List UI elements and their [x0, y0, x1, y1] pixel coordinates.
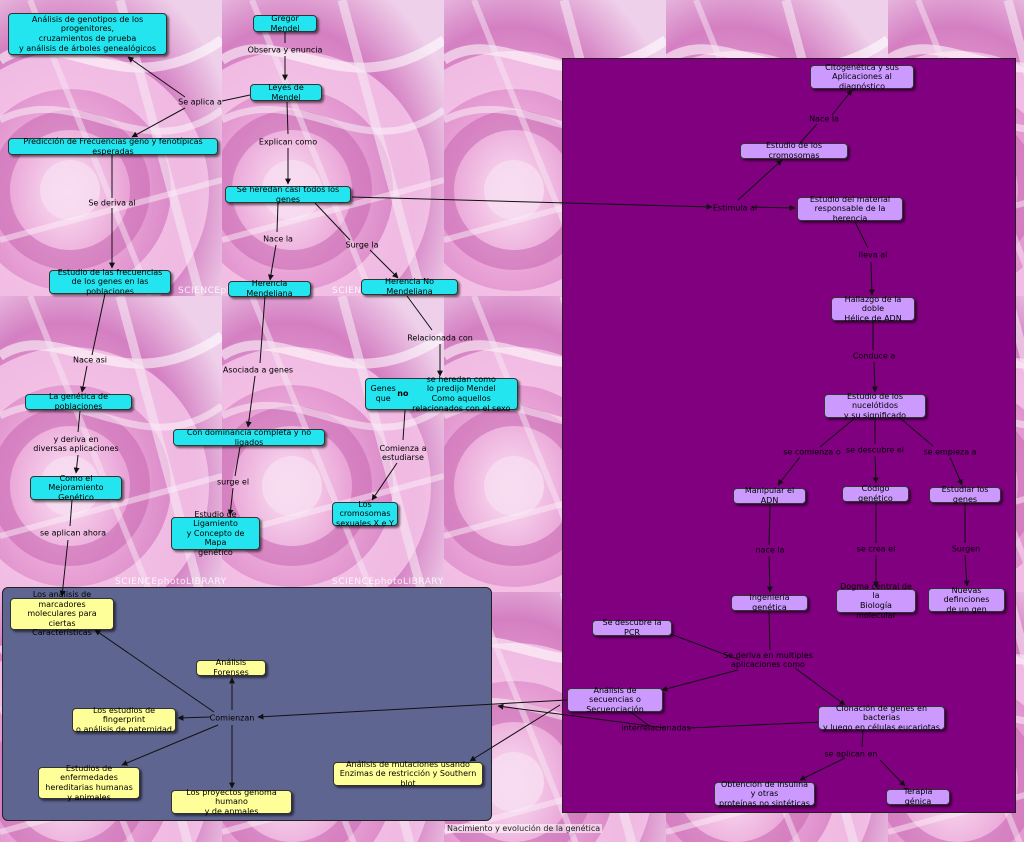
node-ingenieria-genetica[interactable]: Ingeniería genética [731, 593, 808, 612]
link-nace-la-cromosomas: Nace la [809, 114, 839, 124]
link-se-deriva-al: Se deriva al [88, 198, 136, 208]
link-conduce-a: Conduce a [852, 351, 896, 361]
link-estimula-al: Estimula al [712, 203, 758, 213]
link-surgen: Surgen [951, 544, 981, 554]
link-se-aplica-a: Se aplica a [178, 97, 222, 107]
link-nace-asi: Nace asi [72, 355, 108, 365]
node-estudio-cromosomas[interactable]: Estudio de los cromosomas [740, 141, 848, 160]
link-surge-la: Surge la [345, 240, 379, 250]
node-doble-helice[interactable]: Hallazgo de la doble Hélice de ADN [831, 295, 915, 323]
node-se-heredan-casi-todos[interactable]: Se heredan casi todos los genes [225, 185, 351, 204]
link-se-aplican-ahora: se aplican ahora [39, 528, 107, 538]
link-se-crea-el: se crea el [856, 544, 896, 554]
link-se-comienza-o: se comienza o [783, 447, 841, 457]
node-obtencion-insulina[interactable]: Obtención de insulina y otras proteínas … [714, 780, 815, 808]
link-se-aplican-en: se aplican en [824, 749, 878, 759]
link-explican-como: Explican como [258, 137, 318, 147]
node-analisis-forenses[interactable]: Análisis Forenses [196, 658, 266, 677]
link-se-empieza-a: se empieza a [923, 447, 977, 457]
node-proyectos-genoma[interactable]: Los proyectos genoma humano y de anmales [171, 788, 292, 816]
purple-panel [562, 58, 1016, 813]
node-analisis-mutaciones[interactable]: Análisis de mutaciones usando Enzimas de… [333, 760, 483, 788]
link-comienzan: Comienzan [209, 713, 255, 723]
link-observa-y-enuncia: Observa y enuncia [247, 45, 323, 55]
link-se-descubre-el: se descubre el [845, 445, 905, 455]
link-interrelacionadas: interrelacionadas [621, 723, 691, 733]
node-pcr[interactable]: Se descubre la PCR [592, 618, 672, 637]
node-manipular-adn[interactable]: Manipular el ADN [733, 486, 806, 505]
link-asociada-a-genes: Asociada a genes [222, 365, 294, 375]
node-genetica-poblaciones[interactable]: La genética de poblaciones [25, 392, 132, 411]
link-comienza-a-estudiarse: Comienza a estudiarse [379, 443, 427, 462]
node-fingerprint[interactable]: Los estudios de fingerprint o análisis d… [72, 706, 176, 734]
node-genes-no-heredan[interactable]: Genes que no se heredan como lo predijo … [365, 375, 518, 413]
node-marcadores-moleculares[interactable]: Los análisis de marcadores moleculares p… [10, 590, 114, 637]
node-codigo-genetico[interactable]: Código genético [842, 484, 909, 503]
watermark-3: SCIENCEphotoLIBRARY [332, 577, 444, 587]
node-estudio-nucleotidos[interactable]: Estudio de los nucelótidos y su signific… [824, 392, 926, 420]
link-nace-la: Nace la [263, 234, 293, 244]
node-herencia-mendeliana[interactable]: Herencia Mendeliana [228, 279, 311, 298]
node-gregor-mendel[interactable]: Gregor Mendel [253, 14, 317, 33]
node-prediccion-frecuencias[interactable]: Predicción de Frecuencias geno y fenotíp… [8, 137, 218, 156]
node-con-dominancia[interactable]: Con dominancia completa y no ligados [173, 428, 325, 447]
link-relacionada-con: Relacionada con [407, 333, 473, 343]
link-nace-la-ingenieria: nace la [755, 545, 785, 555]
node-terapia-genica[interactable]: Terapia génica [886, 787, 950, 806]
node-estudio-frecuencias[interactable]: Estudio de las frecuencias de los genes … [49, 268, 171, 296]
node-herencia-no-mendeliana[interactable]: Herencia No Mendeliana [361, 277, 458, 296]
node-nuevas-definiciones[interactable]: Nuevas definciones de un gen [928, 586, 1005, 614]
node-analisis-genotipos[interactable]: Análisis de genotipos de los progenitore… [8, 13, 167, 55]
node-estudiar-genes[interactable]: Estudiar los genes [929, 485, 1001, 504]
node-mejoramiento-genetico[interactable]: Como el Mejoramiento Genético [30, 474, 122, 502]
node-estudio-ligamiento[interactable]: Estudio de Ligamiento y Concepto de Mapa… [171, 510, 260, 557]
link-se-deriva-en-multiples: Se deriva en multiples aplicaciones como [723, 650, 813, 669]
node-leyes-de-mendel[interactable]: Leyes de Mendel [250, 83, 322, 102]
node-clonacion-genes[interactable]: Clonación de genes en bacterias y luego … [818, 704, 945, 732]
link-surge-el: surge el [216, 477, 250, 487]
node-cromosomas-sexuales[interactable]: Los cromosomas sexuales X e Y [332, 500, 398, 528]
footer-caption: Nacimiento y evolución de la genética [445, 824, 603, 833]
link-lleva-al: lleva al [858, 250, 888, 260]
node-enfermedades-hereditarias[interactable]: Estudios de enfermedades hereditarias hu… [38, 764, 140, 802]
node-estudio-material[interactable]: Estudio del material responsable de la h… [797, 195, 903, 223]
node-analisis-secuencias[interactable]: Análisis de secuencias o Secuenciación [567, 686, 663, 714]
link-y-deriva-en: y deriva en diversas aplicaciones [33, 434, 119, 453]
node-dogma-central[interactable]: Dogma central de la Biología molecular [836, 582, 916, 620]
watermark-2: SCIENCEphotoLIBRARY [115, 577, 227, 587]
node-citogenetica[interactable]: Citogenética y sus Aplicaciones al diagn… [810, 63, 914, 91]
